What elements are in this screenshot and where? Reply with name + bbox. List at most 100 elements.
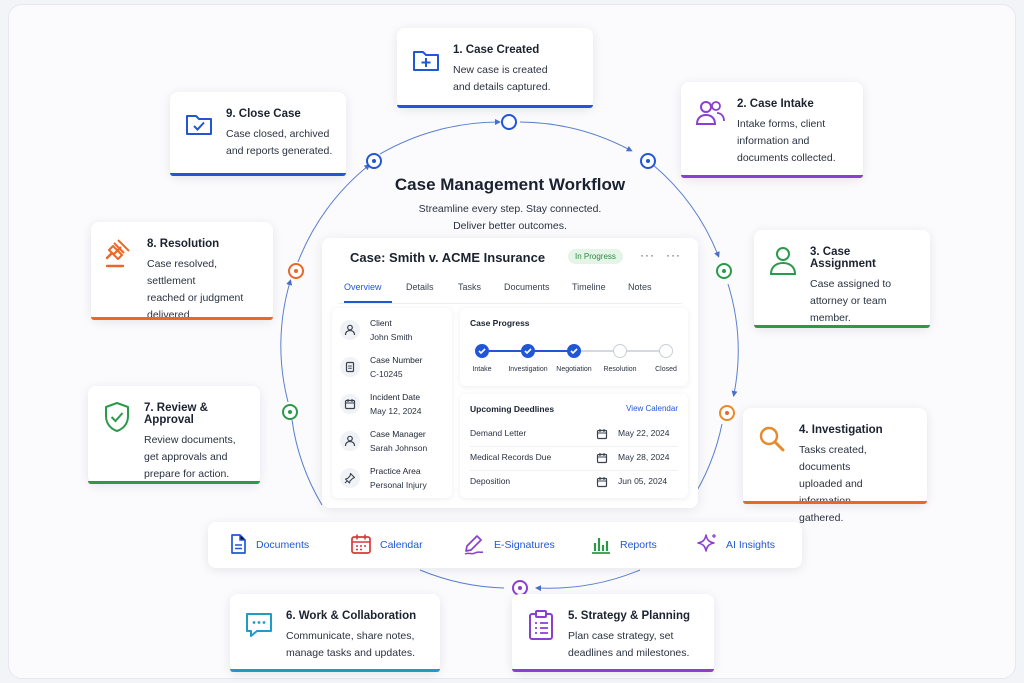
step-accent-bar: [88, 481, 260, 484]
document-icon: [228, 533, 248, 558]
row-divider: [470, 446, 678, 447]
deadline-row[interactable]: Demand Letter May 22, 2024: [470, 426, 678, 442]
step-title: 4. Investigation: [799, 424, 883, 436]
progress-step-closed: [659, 344, 673, 358]
tab-tasks[interactable]: Tasks: [458, 282, 482, 292]
step-title: 7. Review & Approval: [144, 402, 208, 426]
case-title: Case: Smith v. ACME Insurance: [350, 250, 546, 265]
tab-documents[interactable]: Documents: [504, 282, 550, 292]
case-info-card: Client John Smith Case Number C-10245 In…: [332, 308, 452, 498]
tool-e-signatures[interactable]: E-Signatures: [462, 522, 555, 568]
info-row-incident-date: Incident Date May 12, 2024: [340, 390, 450, 424]
progress-label: Investigation: [508, 366, 548, 373]
progress-step-investigation: [521, 344, 535, 358]
case-progress-card: Case Progress Intake Investigation Negot…: [460, 308, 688, 386]
person-icon: [340, 431, 360, 451]
sparkle-icon: [696, 533, 718, 558]
step-title: 2. Case Intake: [737, 98, 814, 110]
clipboard-icon: [524, 608, 558, 642]
deadline-row[interactable]: Medical Records Due May 28, 2024: [470, 450, 678, 466]
tool-reports[interactable]: Reports: [590, 522, 657, 568]
tool-ai-insights[interactable]: AI Insights: [696, 522, 775, 568]
calendar-icon: [350, 533, 372, 558]
step-title: 5. Strategy & Planning: [568, 610, 691, 622]
step-title: 8. Resolution: [147, 238, 220, 250]
tab-timeline[interactable]: Timeline: [572, 282, 606, 292]
calendar-icon: [596, 475, 608, 493]
pen-icon: [462, 533, 486, 558]
progress-title: Case Progress: [470, 318, 530, 328]
progress-label: Resolution: [603, 366, 637, 373]
ring-node-3: [716, 263, 732, 279]
ring-node-7: [282, 404, 298, 420]
ring-node-4: [719, 405, 735, 421]
progress-step-negotiation: [567, 344, 581, 358]
deadlines-card: Upcoming Deedlines View Calendar Demand …: [460, 394, 688, 498]
bar-chart-icon: [590, 533, 612, 558]
diagram-title: Case Management Workflow: [394, 175, 626, 194]
tab-overview[interactable]: Overview: [344, 282, 382, 292]
folder-plus-icon: [409, 42, 443, 76]
deadlines-title: Upcoming Deedlines: [470, 404, 555, 414]
case-panel: Case: Smith v. ACME Insurance In Progres…: [322, 238, 698, 508]
ring-node-9: [366, 153, 382, 169]
pin-icon: [340, 468, 360, 488]
active-tab-indicator: [344, 301, 392, 303]
tab-details[interactable]: Details: [406, 282, 434, 292]
info-row-case-number: Case Number C-10245: [340, 353, 450, 387]
shield-check-icon: [100, 400, 134, 434]
tools-bar: Documents Calendar E-Signatures Reports …: [208, 522, 802, 568]
status-badge: In Progress: [568, 249, 623, 264]
row-divider: [470, 470, 678, 471]
step-accent-bar: [512, 669, 714, 672]
person-icon: [340, 320, 360, 340]
chat-icon: [242, 608, 276, 642]
diagram-title-block: Case Management Workflow Streamline ever…: [360, 175, 660, 235]
view-calendar-link[interactable]: View Calendar: [626, 404, 678, 413]
step-title: 9. Close Case: [226, 108, 301, 120]
progress-step-intake: [475, 344, 489, 358]
progress-step-resolution: [613, 344, 627, 358]
calendar-icon: [596, 427, 608, 445]
person-icon: [766, 244, 800, 278]
step-accent-bar: [91, 317, 273, 320]
subtitle-line-1: Streamline every step. Stay connected.: [418, 203, 602, 215]
step-accent-bar: [397, 105, 593, 108]
info-row-practice-area: Practice Area Personal Injury: [340, 464, 450, 498]
ring-node-8: [288, 263, 304, 279]
step-title: 3. Case Assignment: [810, 246, 876, 270]
document-icon: [340, 357, 360, 377]
progress-label: Intake: [472, 366, 492, 373]
tool-documents[interactable]: Documents: [228, 522, 309, 568]
tab-notes[interactable]: Notes: [628, 282, 652, 292]
deadline-row[interactable]: Deposition Jun 05, 2024: [470, 474, 678, 490]
step-accent-bar: [743, 501, 927, 504]
calendar-icon: [596, 451, 608, 469]
step-title: 6. Work & Collaboration: [286, 610, 417, 622]
progress-label: Closed: [655, 366, 677, 373]
folder-check-icon: [182, 106, 216, 140]
case-tabs: Overview Details Tasks Documents Timelin…: [338, 280, 682, 304]
step-accent-bar: [170, 173, 346, 176]
gavel-icon: [103, 236, 137, 270]
subtitle-line-2: Deliver better outcomes.: [453, 220, 567, 232]
magnifier-icon: [755, 422, 789, 456]
info-row-client: Client John Smith: [340, 316, 450, 350]
more-menu-button[interactable]: ···: [640, 248, 655, 262]
calendar-icon: [340, 394, 360, 414]
options-menu-button[interactable]: ···: [666, 248, 681, 262]
ring-node-2: [640, 153, 656, 169]
progress-label: Negotiation: [556, 366, 592, 373]
step-title: 1. Case Created: [453, 44, 540, 56]
step-accent-bar: [681, 175, 863, 178]
tool-calendar[interactable]: Calendar: [350, 522, 423, 568]
